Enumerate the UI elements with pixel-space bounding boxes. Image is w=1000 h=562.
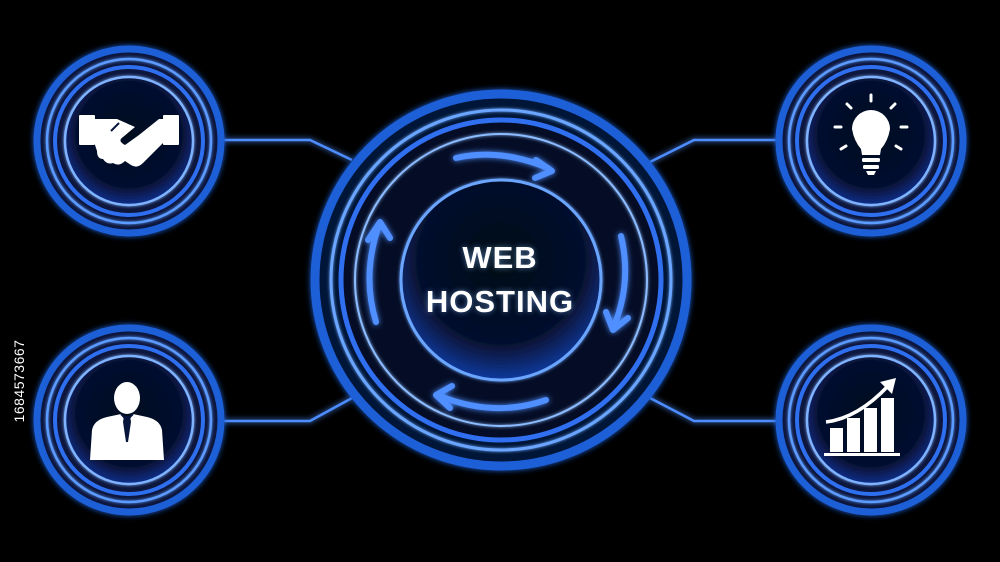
lightbulb-icon xyxy=(833,93,909,175)
handshake-icon xyxy=(79,115,179,167)
center-title: WEB HOSTING xyxy=(380,236,620,324)
center-hub xyxy=(310,89,692,471)
node-top-left xyxy=(33,45,225,237)
connector-top-left xyxy=(222,138,353,162)
connector-top-right xyxy=(649,138,780,164)
cycle-arrows-icon xyxy=(365,151,631,412)
title-line-web: WEB xyxy=(462,240,538,275)
stock-id-label: 1684573667 xyxy=(11,339,27,423)
connector-bottom-left xyxy=(222,396,353,423)
connector-bottom-right xyxy=(649,396,780,423)
businessman-icon xyxy=(90,382,164,460)
title-line-hosting: HOSTING xyxy=(425,284,575,319)
growth-chart-icon xyxy=(824,378,900,456)
connector-lines xyxy=(222,138,780,423)
